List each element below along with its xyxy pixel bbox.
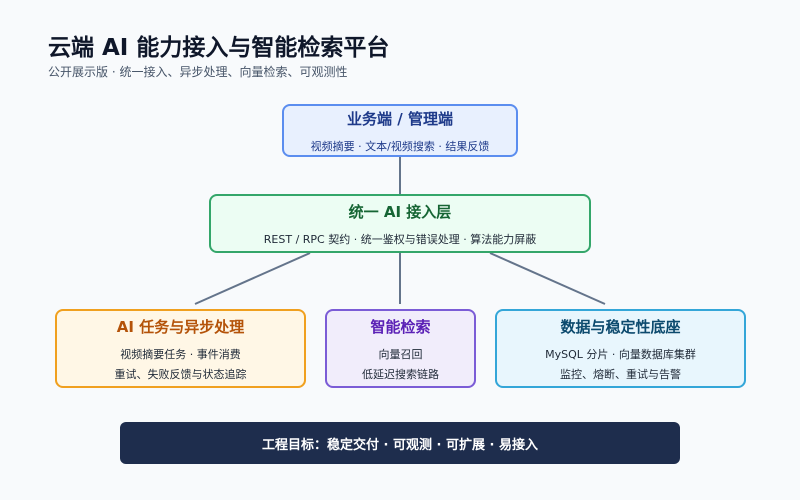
page-title: 云端 AI 能力接入与智能检索平台 bbox=[48, 35, 390, 61]
node-async-processing: AI 任务与异步处理 视频摘要任务 · 事件消费 重试、失败反馈与状态追踪 bbox=[55, 309, 306, 388]
node-client-side-line: 视频摘要 · 文本/视频搜索 · 结果反馈 bbox=[310, 139, 490, 153]
node-smart-search-line-1: 向量召回 bbox=[378, 347, 423, 361]
page-subtitle: 公开展示版 · 统一接入、异步处理、向量检索、可观测性 bbox=[48, 65, 348, 79]
node-ai-access-layer-heading: 统一 AI 接入层 bbox=[348, 202, 452, 221]
connector-middle-to-left bbox=[194, 252, 311, 305]
node-ai-access-layer: 统一 AI 接入层 REST / RPC 契约 · 统一鉴权与错误处理 · 算法… bbox=[209, 194, 591, 253]
connector-middle-to-right bbox=[489, 252, 606, 305]
node-client-side-heading: 业务端 / 管理端 bbox=[347, 109, 453, 128]
node-data-foundation-line-2: 监控、熔断、重试与告警 bbox=[560, 367, 681, 381]
node-ai-access-layer-line: REST / RPC 契约 · 统一鉴权与错误处理 · 算法能力屏蔽 bbox=[263, 232, 537, 246]
node-smart-search-heading: 智能检索 bbox=[370, 317, 431, 336]
node-data-foundation: 数据与稳定性底座 MySQL 分片 · 向量数据库集群 监控、熔断、重试与告警 bbox=[495, 309, 746, 388]
node-async-processing-line-1: 视频摘要任务 · 事件消费 bbox=[120, 347, 241, 361]
node-smart-search-line-2: 低延迟搜索链路 bbox=[362, 367, 439, 381]
node-client-side: 业务端 / 管理端 视频摘要 · 文本/视频搜索 · 结果反馈 bbox=[282, 104, 518, 157]
node-data-foundation-line-1: MySQL 分片 · 向量数据库集群 bbox=[545, 347, 696, 361]
node-data-foundation-heading: 数据与稳定性底座 bbox=[560, 317, 681, 336]
node-smart-search: 智能检索 向量召回 低延迟搜索链路 bbox=[325, 309, 476, 388]
engineering-goal-banner: 工程目标：稳定交付 · 可观测 · 可扩展 · 易接入 bbox=[120, 422, 680, 464]
node-async-processing-line-2: 重试、失败反馈与状态追踪 bbox=[114, 367, 247, 381]
node-async-processing-heading: AI 任务与异步处理 bbox=[116, 317, 245, 336]
